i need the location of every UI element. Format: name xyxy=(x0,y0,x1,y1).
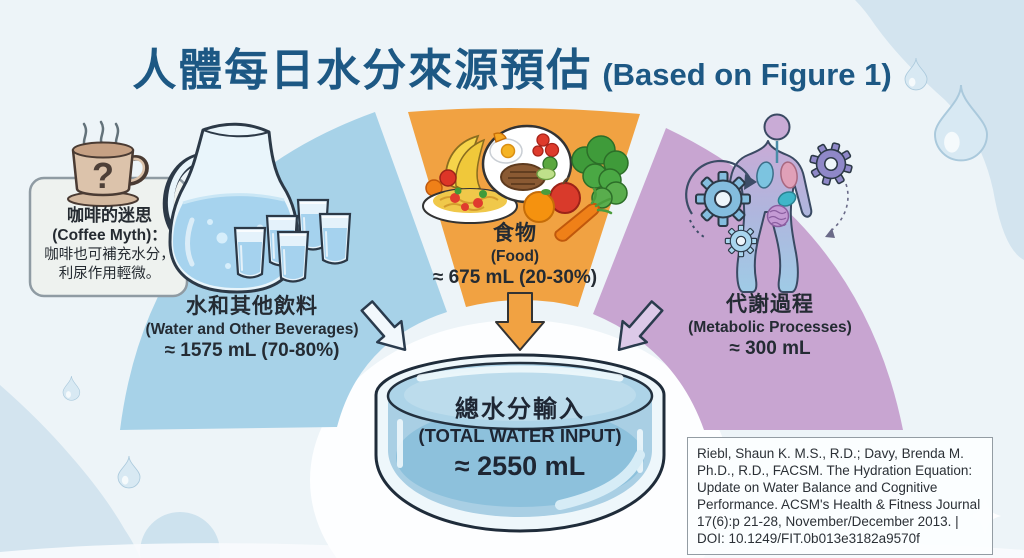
citation-text: Riebl, Shaun K. M.S., R.D.; Davy, Brenda… xyxy=(697,446,981,546)
food-plate-icon xyxy=(422,124,629,242)
coffee-myth-body-1: 咖啡也可補充水分， xyxy=(44,247,175,263)
food-value: ≈ 675 mL (20-30%) xyxy=(432,266,598,288)
total-water-label: 總水分輸入 (TOTAL WATER INPUT) ≈ 2550 mL xyxy=(400,397,640,482)
coffee-myth-note: 咖啡的迷思 (Coffee Myth)： 咖啡也可補充水分， 利尿作用輕微。 xyxy=(33,205,186,284)
background-wave-bottom-left xyxy=(0,385,140,558)
beverages-arrow-icon xyxy=(360,300,407,352)
metabolic-arrow-icon xyxy=(617,300,664,352)
coffee-myth-body-2: 利尿作用輕微。 xyxy=(58,266,161,282)
coffee-myth-heading-en: (Coffee Myth)： xyxy=(52,227,167,244)
total-value: ≈ 2550 mL xyxy=(454,451,586,481)
water-drop-icon xyxy=(62,375,81,401)
gear-icon xyxy=(685,137,858,258)
beverages-label-en: (Water and Other Beverages) xyxy=(145,320,359,338)
total-label-zh: 總水分輸入 xyxy=(455,396,585,423)
metabolic-label-en: (Metabolic Processes) xyxy=(688,318,852,336)
coffee-myth-heading-zh: 咖啡的迷思 xyxy=(67,206,152,225)
water-drop-icon xyxy=(117,455,141,489)
metabolic-value: ≈ 300 mL xyxy=(729,337,811,359)
beverages-label-zh: 水和其他飲料 xyxy=(186,295,318,318)
metabolic-label-zh: 代謝過程 xyxy=(726,293,814,316)
food-label: 食物 (Food) ≈ 675 mL (20-30%) xyxy=(395,222,635,288)
total-water-bowl xyxy=(374,353,666,533)
food-label-zh: 食物 xyxy=(493,222,537,245)
food-arrow-icon xyxy=(495,292,545,351)
citation-box: Riebl, Shaun K. M.S., R.D.; Davy, Brenda… xyxy=(687,437,993,555)
water-pitcher-icon xyxy=(162,122,300,294)
background-wave-top-right xyxy=(855,0,1024,260)
metabolic-label: 代謝過程 (Metabolic Processes) ≈ 300 mL xyxy=(650,293,890,359)
page-title: 人體每日水分來源預估 (Based on Figure 1) xyxy=(0,34,1024,98)
beverages-value: ≈ 1575 mL (70-80%) xyxy=(164,339,340,361)
food-label-en: (Food) xyxy=(490,247,540,265)
question-mark-icon: ? xyxy=(92,155,114,196)
beverages-label: 水和其他飲料 (Water and Other Beverages) ≈ 157… xyxy=(92,295,412,361)
title-chinese: 人體每日水分來源預估 xyxy=(132,46,593,95)
total-label-en: (TOTAL WATER INPUT) xyxy=(418,425,622,446)
coffee-cup-icon: ? xyxy=(67,120,149,207)
title-english: (Based on Figure 1) xyxy=(602,57,892,92)
